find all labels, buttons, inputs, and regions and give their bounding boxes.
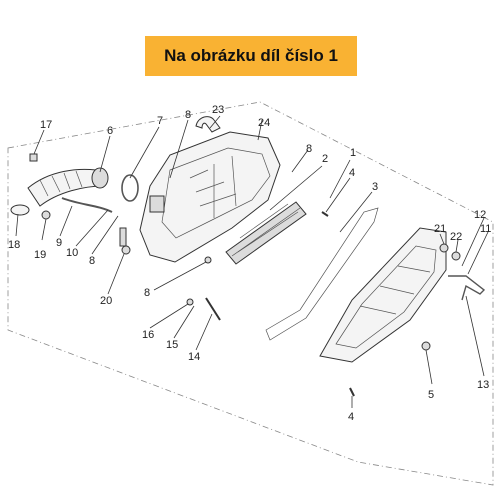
callout-8: 8 — [306, 143, 312, 155]
nut-21 — [439, 243, 449, 253]
long-bolt — [205, 297, 221, 321]
callout-8: 8 — [89, 255, 95, 267]
hose-clamp — [121, 174, 139, 202]
callout-20: 20 — [100, 295, 112, 307]
banner-text: Na obrázku díl číslo 1 — [164, 46, 338, 65]
callout-4: 4 — [349, 167, 355, 179]
callout-21: 21 — [434, 223, 446, 235]
callout-22: 22 — [450, 231, 462, 243]
callout-5: 5 — [428, 389, 434, 401]
callout-4: 4 — [348, 411, 354, 423]
callout-24: 24 — [258, 117, 270, 129]
callout-labels: 17 6 7 8 23 24 8 1 2 4 3 18 19 9 10 8 20… — [8, 104, 491, 423]
assembly-frame — [7, 101, 494, 486]
callout-14: 14 — [188, 351, 200, 363]
filter-element — [225, 201, 307, 265]
bracket — [448, 275, 486, 301]
callout-13: 13 — [477, 379, 489, 391]
callout-15: 15 — [166, 339, 178, 351]
cap-22 — [451, 251, 461, 261]
callout-2: 2 — [322, 153, 328, 165]
gasket — [265, 207, 379, 341]
callout-17: 17 — [40, 119, 52, 131]
callout-18: 18 — [8, 239, 20, 251]
bushing — [121, 245, 131, 255]
callout-19: 19 — [34, 249, 46, 261]
callout-23: 23 — [212, 104, 224, 116]
screw-4-top — [321, 211, 329, 217]
callout-3: 3 — [372, 181, 378, 193]
drain-tube — [61, 197, 113, 213]
callout-16: 16 — [142, 329, 154, 341]
callout-12: 12 — [474, 209, 486, 221]
callout-8: 8 — [185, 109, 191, 121]
fastener-5 — [421, 341, 431, 351]
callout-11: 11 — [480, 223, 491, 235]
screw-4-bottom — [349, 387, 355, 397]
screw-8 — [204, 256, 212, 264]
washer — [186, 298, 194, 306]
airbox-housing — [119, 131, 281, 263]
part-banner: Na obrázku díl číslo 1 — [145, 36, 357, 76]
callout-6: 6 — [107, 125, 113, 137]
clip — [29, 153, 38, 162]
breather-hose — [195, 116, 221, 133]
rubber-ring — [10, 204, 30, 216]
intake-hose — [27, 167, 109, 207]
small-nut — [41, 210, 51, 220]
callout-1: 1 — [350, 147, 356, 159]
callout-9: 9 — [56, 237, 62, 249]
callout-8: 8 — [144, 287, 150, 299]
callout-7: 7 — [157, 115, 163, 127]
leader-lines — [15, 115, 489, 408]
callout-10: 10 — [66, 247, 78, 259]
